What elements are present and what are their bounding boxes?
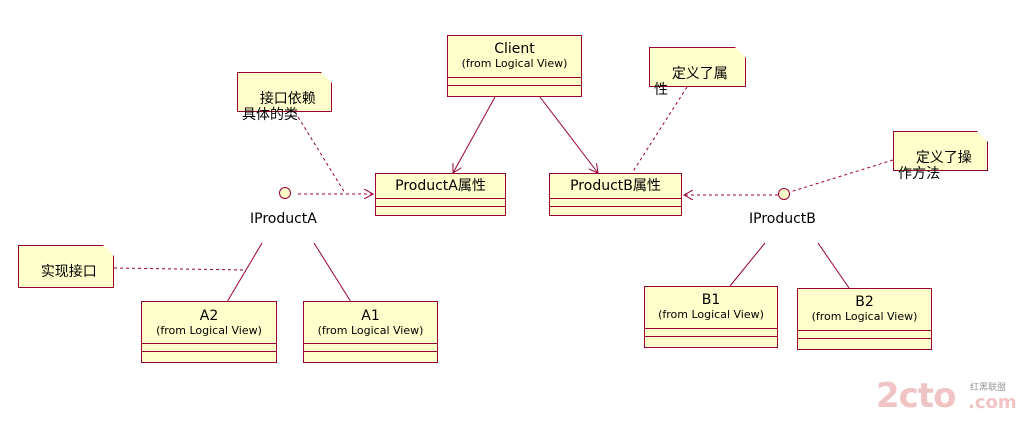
class-name: B1 <box>701 292 721 308</box>
class-name: B2 <box>855 294 874 310</box>
note-fold <box>103 245 114 256</box>
note-text: 定义了操 作方法 <box>898 150 972 182</box>
b2-class[interactable]: B2 (from Logical View) <box>797 288 932 350</box>
note-defines-attr[interactable]: 定义了属 性 <box>649 47 746 98</box>
class-name: Client <box>494 41 535 57</box>
class-name: A2 <box>199 308 219 324</box>
note-interface-depends[interactable]: 接口依赖 具体的类 <box>237 72 332 123</box>
note-anchor-implements <box>113 267 247 271</box>
iproducta-interface-circle[interactable] <box>279 187 291 199</box>
attributes-compartment <box>142 344 276 352</box>
operations-compartment <box>142 352 276 360</box>
class-package: (from Logical View) <box>658 308 764 321</box>
note-fold <box>735 47 746 58</box>
watermark: 2cto 红黑联盟 .com <box>876 376 1016 425</box>
watermark-domain: .com <box>968 392 1016 413</box>
note-fold <box>977 131 988 142</box>
productb-attr-class[interactable]: ProductB属性 <box>549 173 682 216</box>
operations-compartment <box>376 207 505 215</box>
client-class[interactable]: Client (from Logical View) <box>447 35 582 97</box>
class-package: (from Logical View) <box>156 324 262 337</box>
operations-compartment <box>645 337 777 345</box>
note-implements[interactable]: 实现接口 <box>18 245 114 288</box>
watermark-tagline: 红黑联盟 <box>970 383 1007 393</box>
class-package: (from Logical View) <box>811 310 918 323</box>
attributes-compartment <box>376 199 505 207</box>
a2-class[interactable]: A2 (from Logical View) <box>141 301 277 363</box>
class-package: (from Logical View) <box>461 57 568 70</box>
iproductb-label: IProductB <box>749 211 816 227</box>
iproducta-label: IProductA <box>250 211 317 227</box>
operations-compartment <box>448 86 581 94</box>
iproductb-interface-circle[interactable] <box>778 188 790 200</box>
note-text: 接口依赖 具体的类 <box>242 91 316 123</box>
client-to-producta-arrow <box>453 96 496 173</box>
class-name: ProductB属性 <box>570 178 661 194</box>
class-name: A1 <box>361 308 380 324</box>
b1-class[interactable]: B1 (from Logical View) <box>644 286 778 348</box>
a2-realizes-iproducta <box>226 242 263 303</box>
note-anchor-defines-attr <box>631 86 688 174</box>
note-text: 实现接口 <box>40 264 97 280</box>
attributes-compartment <box>304 344 437 352</box>
note-fold <box>321 72 332 83</box>
watermark-brand: 2cto <box>876 376 956 416</box>
operations-compartment <box>304 352 437 360</box>
attributes-compartment <box>550 199 681 207</box>
class-package: (from Logical View) <box>317 324 424 337</box>
note-text: 定义了属 性 <box>654 66 728 98</box>
attributes-compartment <box>448 78 581 86</box>
a1-realizes-iproducta <box>313 242 352 303</box>
class-name: ProductA属性 <box>395 178 486 194</box>
operations-compartment <box>798 339 931 347</box>
attributes-compartment <box>798 331 931 339</box>
a1-class[interactable]: A1 (from Logical View) <box>303 301 438 363</box>
note-anchor-interface-depends <box>294 111 346 194</box>
note-defines-ops[interactable]: 定义了操 作方法 <box>893 131 988 182</box>
b1-realizes-iproductb <box>729 242 766 287</box>
attributes-compartment <box>645 329 777 337</box>
b2-realizes-iproductb <box>817 242 850 289</box>
producta-attr-class[interactable]: ProductA属性 <box>375 173 506 216</box>
operations-compartment <box>550 207 681 215</box>
client-to-productb-arrow <box>539 96 598 173</box>
note-anchor-defines-ops <box>789 159 894 193</box>
